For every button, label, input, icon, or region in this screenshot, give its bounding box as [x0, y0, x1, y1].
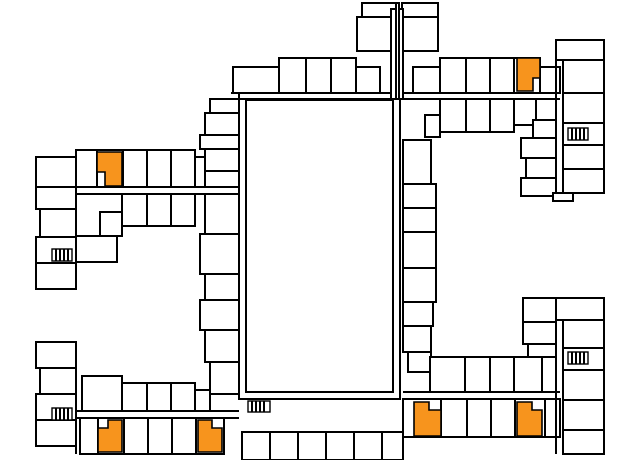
highlighted-unit [197, 419, 223, 453]
east-upper-wing [520, 39, 605, 202]
west-lower-wing [35, 341, 239, 455]
highlighted-unit [97, 419, 123, 453]
stair-east-lower [567, 351, 589, 365]
highlighted-unit [96, 151, 123, 187]
highlighted-unit [413, 401, 442, 437]
west-upper-wing [35, 149, 239, 290]
north-left-units [199, 57, 381, 172]
central-courtyard [238, 92, 401, 400]
south-corridor [239, 398, 404, 460]
stair-west-upper [51, 248, 73, 262]
east-corridor-units [399, 99, 437, 399]
west-corridor-units [199, 93, 240, 399]
north-tower [356, 2, 439, 100]
stair-west-lower [51, 407, 73, 421]
stair-courtyard [247, 400, 271, 413]
highlighted-unit [516, 57, 541, 92]
stair-east-upper [567, 127, 589, 141]
highlighted-unit [516, 401, 543, 437]
